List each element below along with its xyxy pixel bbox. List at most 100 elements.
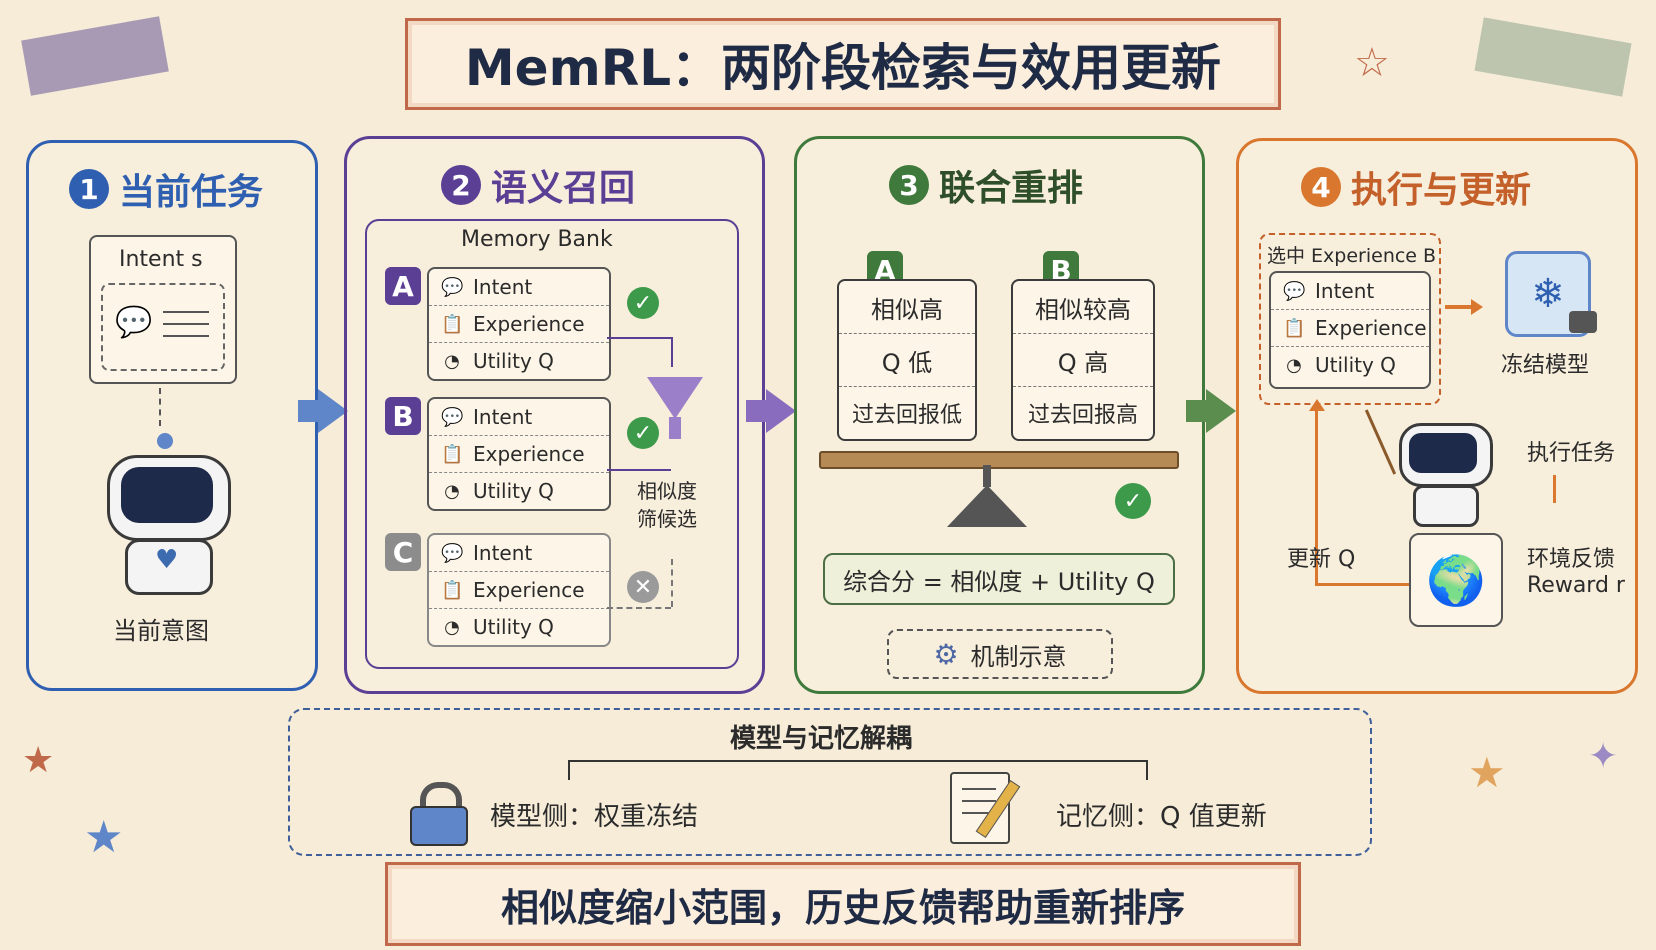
- arrow-feedback-up-head: [1309, 399, 1325, 411]
- arrow-feedback-left: [1315, 583, 1409, 586]
- item-experience-row: 📋Experience: [429, 572, 609, 609]
- cross-icon: ✕: [627, 571, 659, 603]
- memory-item-c-letter: C: [385, 533, 421, 571]
- gauge-icon: ◔: [444, 480, 460, 502]
- heart-icon: ♥: [155, 545, 179, 575]
- washi-tape-right: [1474, 17, 1632, 97]
- item-utility-row: ◔Utility Q: [429, 609, 609, 645]
- rank-card-a-letter: A: [867, 251, 903, 289]
- rank-row: 过去回报高: [1027, 403, 1138, 428]
- arrow-down-execute: [1553, 475, 1556, 503]
- lock-icon: [1569, 311, 1597, 333]
- clipboard-icon: 📋: [1283, 317, 1306, 339]
- rank-card-a: 相似高 Q 低 过去回报低: [837, 279, 977, 441]
- flow-arrow-3: [1186, 400, 1208, 422]
- step-number: 3: [889, 165, 929, 205]
- gauge-icon: ◔: [1286, 354, 1302, 376]
- item-experience-row: 📋Experience: [1271, 310, 1429, 347]
- chat-icon: 💬: [441, 542, 464, 564]
- score-formula: 综合分 = 相似度 + Utility Q: [823, 553, 1175, 605]
- item-intent-row: 💬Intent: [429, 269, 609, 306]
- memory-bank-label: Memory Bank: [461, 227, 613, 252]
- clipboard-icon: 📋: [441, 579, 464, 601]
- rank-row: 相似较高: [1013, 281, 1153, 334]
- robot-body: [125, 539, 213, 595]
- balance-pivot: [983, 465, 991, 487]
- formula-text: 综合分 = 相似度 + Utility Q: [843, 567, 1155, 596]
- frozen-model-cube: ❄: [1505, 251, 1591, 337]
- robot-antenna: [157, 433, 173, 449]
- filter-label-1: 相似度: [637, 479, 697, 503]
- freeze-label: 冻结模型: [1501, 353, 1590, 378]
- panel-execute-update: 4 执行与更新 选中 Experience B 💬Intent 📋Experie…: [1236, 138, 1638, 694]
- execute-label: 执行任务: [1527, 441, 1616, 466]
- washi-tape-left: [21, 16, 169, 96]
- memory-side-label: 记忆侧：Q 值更新: [1056, 802, 1267, 832]
- selected-experience-card: 💬Intent 📋Experience ◔Utility Q: [1269, 271, 1431, 389]
- flow-arrow-1: [298, 400, 320, 422]
- rank-row: 相似高: [839, 281, 975, 334]
- panel-2-title-text: 语义召回: [491, 168, 636, 209]
- arrow-to-model-head: [1471, 299, 1483, 315]
- star-icon: ✦: [1588, 736, 1619, 777]
- item-utility-row: ◔Utility Q: [1271, 347, 1429, 383]
- connector-b: [607, 469, 671, 471]
- env-feedback-label: 环境反馈: [1527, 547, 1616, 572]
- filter-label-2: 筛候选: [637, 507, 697, 531]
- star-icon: ★: [22, 740, 55, 781]
- decouple-title: 模型与记忆解耦: [730, 724, 913, 754]
- connector-c: [607, 607, 671, 611]
- star-icon: ★: [1468, 748, 1506, 797]
- item-experience-row: 📋Experience: [429, 306, 609, 343]
- memory-item-b-letter: B: [385, 397, 421, 435]
- panel-1-title-text: 当前任务: [119, 172, 264, 213]
- rank-row: Q 低: [839, 334, 975, 387]
- panel-joint-rerank: 3 联合重排 A 相似高 Q 低 过去回报低 B 相似较高 Q 高 过去回报高 …: [794, 136, 1205, 694]
- panel-2-title: 2 语义召回: [441, 159, 635, 211]
- check-icon: ✓: [1115, 483, 1151, 519]
- check-icon: ✓: [627, 417, 659, 449]
- robot-icon: [1399, 413, 1499, 527]
- flow-arrow-2-head: [766, 389, 796, 433]
- lock-icon: [410, 782, 468, 846]
- intent-label: Intent s: [119, 247, 203, 272]
- selected-experience-box: [1259, 233, 1441, 405]
- robot-body: [1413, 485, 1479, 527]
- flow-arrow-3-head: [1206, 389, 1236, 433]
- rank-row: Q 高: [1013, 334, 1153, 387]
- pointer-stick: [1364, 409, 1397, 475]
- reward-label: Reward r: [1527, 573, 1625, 598]
- item-intent-row: 💬Intent: [429, 535, 609, 572]
- panel-4-title: 4 执行与更新: [1301, 161, 1531, 213]
- memory-item-a: 💬Intent 📋Experience ◔Utility Q: [427, 267, 611, 381]
- current-intent-caption: 当前意图: [113, 617, 209, 645]
- balance-stand: [947, 485, 1027, 527]
- intent-card: Intent s 💬: [89, 235, 237, 384]
- star-icon: ★: [84, 812, 124, 863]
- memory-item-a-letter: A: [385, 267, 421, 305]
- step-number: 2: [441, 165, 481, 205]
- clipboard-icon: 📋: [441, 443, 464, 465]
- step-number: 4: [1301, 167, 1341, 207]
- title-banner: MemRL：两阶段检索与效用更新: [405, 18, 1281, 110]
- decouple-box: [288, 708, 1372, 856]
- footer-text: 相似度缩小范围，历史反馈帮助重新排序: [500, 885, 1185, 930]
- connector-a: [607, 337, 671, 339]
- panel-1-title: 1 当前任务: [69, 163, 263, 215]
- flow-arrow-1-head: [318, 389, 348, 433]
- item-utility-row: ◔Utility Q: [429, 343, 609, 379]
- chat-icon: 💬: [441, 406, 464, 428]
- chat-icon: 💬: [1283, 280, 1306, 302]
- selected-experience-label: 选中 Experience B: [1267, 245, 1437, 267]
- update-q-label: 更新 Q: [1287, 547, 1356, 572]
- clipboard-icon: 📋: [441, 313, 464, 335]
- check-icon: ✓: [627, 287, 659, 319]
- chat-bubble-icon: 💬: [115, 305, 153, 340]
- star-icon: ☆: [1354, 40, 1390, 86]
- globe-icon: 🌍: [1409, 533, 1503, 627]
- mechanism-tag: ⚙ 机制示意: [887, 629, 1113, 679]
- intent-inner: 💬: [101, 283, 225, 371]
- item-intent-row: 💬Intent: [1271, 273, 1429, 310]
- chat-icon: 💬: [441, 276, 464, 298]
- panel-3-title: 3 联合重排: [889, 159, 1083, 211]
